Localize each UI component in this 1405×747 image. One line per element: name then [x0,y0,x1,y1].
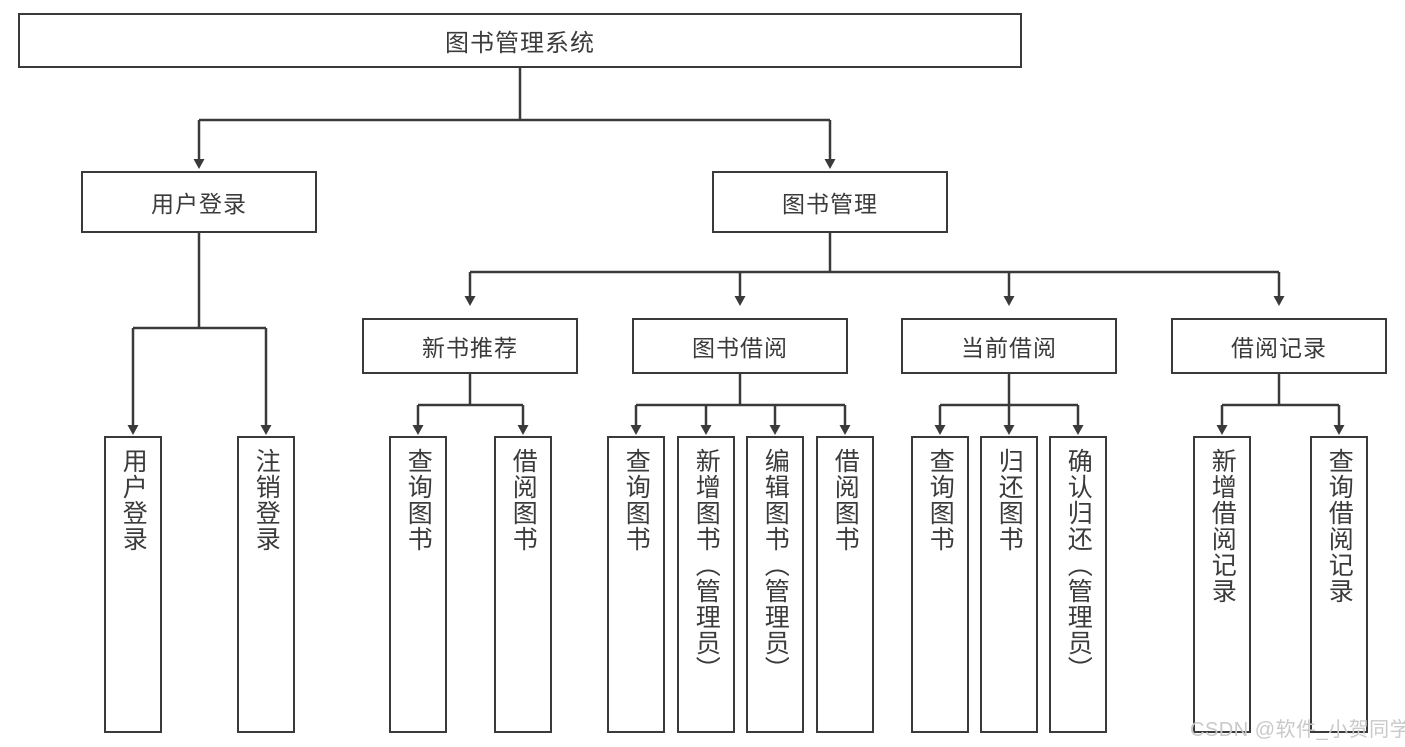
leaf-label: 借阅图书 [831,448,860,552]
leaf-label: 确认归还（管理员） [1064,448,1093,682]
leaf-label: 查询图书 [622,448,651,552]
leaf-label: 查询图书 [926,448,955,552]
watermark: CSDN @软件_小贺同学 [1190,719,1405,741]
leaf-add-book-admin[interactable]: 新增图书（管理员） [677,436,735,733]
node-borrow-record[interactable]: 借阅记录 [1171,318,1387,374]
node-book-management[interactable]: 图书管理 [712,171,948,233]
leaf-label: 新增借阅记录 [1208,448,1237,604]
node-root[interactable]: 图书管理系统 [18,13,1022,68]
leaf-label: 查询借阅记录 [1325,448,1354,604]
leaf-borrow-book-recommend[interactable]: 借阅图书 [494,436,552,733]
leaf-label: 用户登录 [119,448,148,552]
leaf-label: 借阅图书 [509,448,538,552]
node-user-login[interactable]: 用户登录 [81,171,317,233]
leaf-logout[interactable]: 注销登录 [237,436,295,733]
leaf-confirm-return-admin[interactable]: 确认归还（管理员） [1049,436,1107,733]
leaf-label: 新增图书（管理员） [692,448,721,682]
leaf-label: 归还图书 [995,448,1024,552]
leaf-edit-book-admin[interactable]: 编辑图书（管理员） [746,436,804,733]
leaf-user-login[interactable]: 用户登录 [104,436,162,733]
leaf-query-book-current[interactable]: 查询图书 [911,436,969,733]
leaf-add-borrow-record[interactable]: 新增借阅记录 [1193,436,1251,733]
leaf-query-book-borrow[interactable]: 查询图书 [607,436,665,733]
leaf-return-book[interactable]: 归还图书 [980,436,1038,733]
leaf-query-book-recommend[interactable]: 查询图书 [389,436,447,733]
node-book-borrow[interactable]: 图书借阅 [632,318,848,374]
node-current-borrow[interactable]: 当前借阅 [901,318,1117,374]
node-new-book-recommend[interactable]: 新书推荐 [362,318,578,374]
leaf-borrow-book[interactable]: 借阅图书 [816,436,874,733]
leaf-label: 查询图书 [404,448,433,552]
leaf-label: 编辑图书（管理员） [761,448,790,682]
leaf-query-borrow-record[interactable]: 查询借阅记录 [1310,436,1368,733]
leaf-label: 注销登录 [252,448,281,552]
